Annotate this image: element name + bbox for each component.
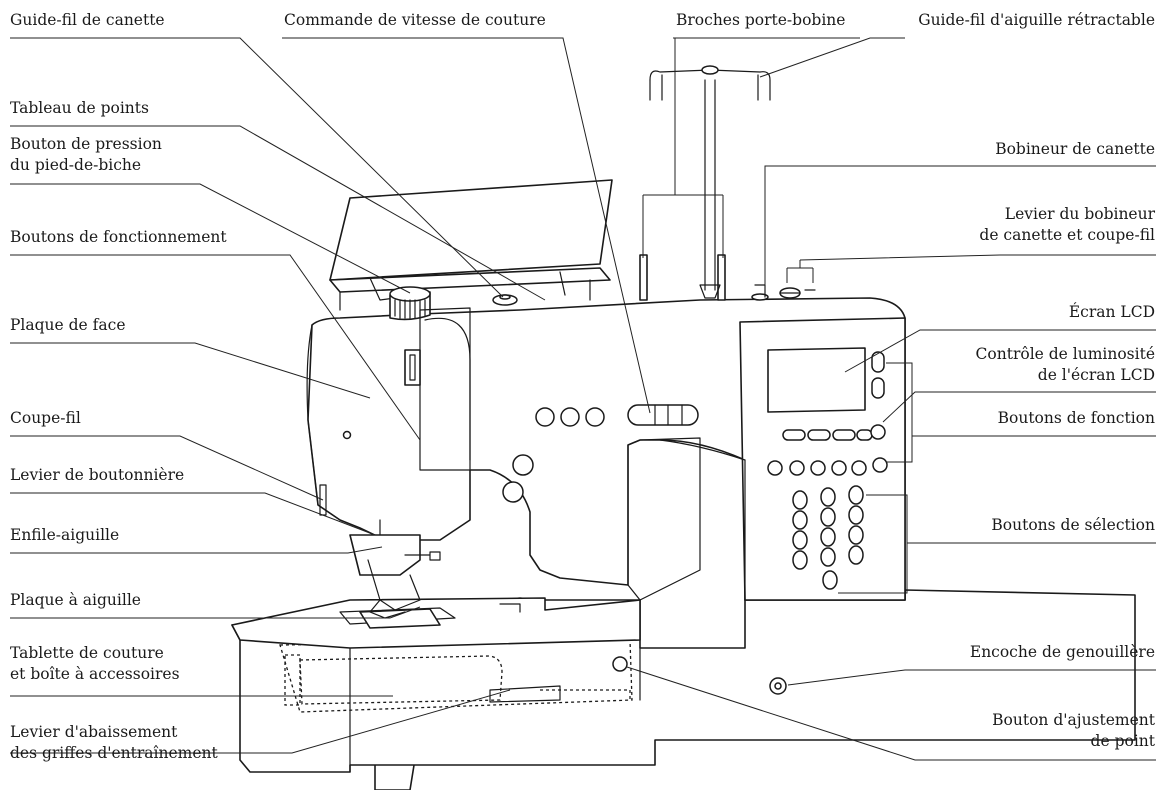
- stitch-adjust-knob: [612, 656, 628, 672]
- label-commande-vitesse: Commande de vitesse de couture: [284, 11, 546, 29]
- label-tableau-points: Tableau de points: [10, 99, 149, 117]
- machine-drawing: [231, 65, 1136, 790]
- accessory-box-outline: [279, 639, 633, 713]
- label-plaque-aiguille: Plaque à aiguille: [10, 591, 141, 609]
- speed-slider: [627, 404, 699, 426]
- needle-plate: [359, 608, 441, 629]
- label-bobineur: Bobineur de canette: [995, 140, 1155, 158]
- op-button-4: [512, 454, 534, 476]
- label-encoche-genouillere: Encoche de genouillère: [969, 643, 1155, 661]
- label-boutons-selection: Boutons de sélection: [991, 516, 1155, 534]
- label-boutons-fonction: Boutons de fonction: [997, 409, 1155, 427]
- label-boutons-fonctionnement: Boutons de fonctionnement: [10, 228, 227, 246]
- thread-slot: [404, 349, 421, 386]
- op-button-2: [560, 407, 580, 427]
- op-button-5: [502, 481, 524, 503]
- leader-lines: [10, 37, 1156, 761]
- op-button-3: [585, 407, 605, 427]
- bobbin-winder: [751, 293, 769, 301]
- lcd-screen: [767, 347, 866, 413]
- feed-dog-lever: [489, 685, 561, 703]
- label-enfile-aiguille: Enfile-aiguille: [10, 526, 120, 544]
- spool-pin-left: [639, 254, 648, 301]
- label-coupe-fil: Coupe-fil: [10, 409, 81, 427]
- spool-pin-right: [717, 254, 726, 301]
- needle-area: [349, 534, 421, 576]
- label-plaque-face: Plaque de face: [10, 316, 126, 334]
- label-broches: Broches porte-bobine: [676, 11, 846, 29]
- top-lid: [329, 179, 613, 281]
- op-button-1: [535, 407, 555, 427]
- label-guide-fil-retractable: Guide-fil d'aiguille rétractable: [918, 11, 1155, 29]
- label-levier-boutonniere: Levier de boutonnière: [10, 466, 185, 484]
- label-guide-fil-canette: Guide-fil de canette: [10, 11, 165, 29]
- retractable-guide-knob: [701, 65, 719, 75]
- label-ecran-lcd: Écran LCD: [1068, 303, 1155, 321]
